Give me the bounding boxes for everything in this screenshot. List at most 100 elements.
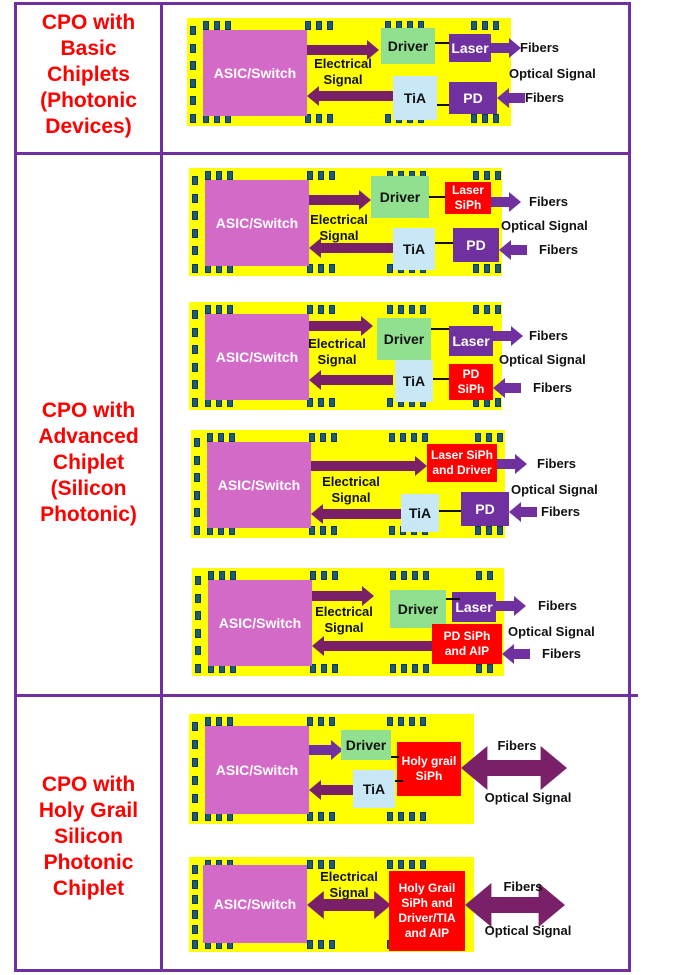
pad	[389, 526, 395, 535]
fibers-label: Fibers	[503, 879, 543, 894]
pad	[329, 940, 335, 949]
electrical-arrow-rx	[309, 780, 357, 800]
electrical-arrow-rx	[311, 504, 403, 524]
pad	[321, 664, 327, 673]
pad	[192, 246, 198, 256]
pad	[385, 114, 391, 123]
pad	[331, 433, 337, 442]
pad	[487, 664, 493, 673]
pad	[194, 490, 200, 500]
pad	[318, 305, 324, 314]
pad	[190, 78, 196, 88]
pad	[318, 171, 324, 180]
siph-pd-block: PD SiPh and AIP	[432, 624, 502, 664]
pad	[329, 717, 335, 726]
electrical-arrow-tx	[309, 190, 371, 210]
pad	[216, 171, 222, 180]
pad	[497, 433, 503, 442]
pad	[307, 305, 313, 314]
pad	[205, 305, 211, 314]
pad	[318, 940, 324, 949]
driver-block: Driver	[381, 28, 435, 64]
pad	[227, 305, 233, 314]
pad	[398, 860, 404, 869]
pad	[420, 860, 426, 869]
pad	[192, 880, 198, 889]
asic-switch-block: ASIC/Switch	[205, 314, 309, 400]
optical-signal-label: Optical Signal	[484, 923, 572, 938]
optical-arrow-bidirectional	[461, 746, 567, 790]
optical-arrow-bidirectional	[465, 883, 565, 927]
pad	[495, 171, 501, 180]
pad	[320, 526, 326, 535]
pad	[192, 264, 198, 273]
pad	[192, 925, 198, 934]
pad	[473, 264, 479, 273]
pad	[190, 43, 196, 53]
frame-column-divider	[160, 2, 163, 972]
pad	[329, 398, 335, 407]
pad	[192, 345, 198, 355]
pad	[192, 362, 198, 372]
pad	[409, 812, 415, 821]
electrical-signal-label: Electrical Signal	[310, 212, 368, 243]
pad	[497, 526, 503, 535]
pad	[305, 114, 311, 123]
pad	[329, 305, 335, 314]
driver-block: Driver	[341, 730, 391, 760]
pad	[493, 21, 499, 30]
optical-arrow-in	[509, 502, 537, 522]
optical-arrow-out	[491, 192, 521, 212]
frame-right-border	[628, 2, 631, 972]
pad	[318, 398, 324, 407]
pad	[307, 398, 313, 407]
pad	[409, 860, 415, 869]
pad	[420, 812, 426, 821]
pad	[493, 114, 499, 123]
pad	[195, 611, 201, 621]
pad	[331, 526, 337, 535]
pad	[216, 305, 222, 314]
pad	[476, 571, 482, 580]
optical-signal-label: Optical Signal	[499, 352, 586, 367]
fibers-in-label: Fibers	[541, 504, 581, 519]
pad	[495, 305, 501, 314]
optical-signal-label: Optical Signal	[509, 66, 596, 81]
pad	[475, 433, 481, 442]
pad	[195, 646, 201, 656]
pad	[486, 526, 492, 535]
pad	[219, 571, 225, 580]
pad	[327, 21, 333, 30]
pd-block: PD	[461, 492, 509, 526]
pad	[320, 433, 326, 442]
siph-laser-block: Laser SiPh	[445, 182, 491, 214]
pad	[194, 455, 200, 465]
pad	[318, 717, 324, 726]
pad	[329, 264, 335, 273]
pad	[401, 571, 407, 580]
row-divider-1	[15, 152, 631, 155]
pad	[307, 264, 313, 273]
pad	[229, 433, 235, 442]
pad	[192, 758, 198, 767]
asic-switch-block: ASIC/Switch	[205, 726, 309, 814]
pad	[412, 664, 418, 673]
pad	[332, 571, 338, 580]
optical-arrow-in	[493, 378, 521, 398]
pad	[482, 114, 488, 123]
tia-block: TiA	[401, 494, 439, 532]
pad	[227, 717, 233, 726]
pad	[192, 910, 198, 919]
pad	[316, 21, 322, 30]
laser-block: Laser	[452, 592, 496, 622]
pad	[495, 264, 501, 273]
fibers-out-label: Fibers	[529, 194, 569, 209]
electrical-arrow-rx	[309, 370, 393, 390]
pad	[398, 812, 404, 821]
optical-arrow-out	[491, 38, 521, 58]
electrical-arrow-rx	[307, 86, 399, 106]
electrical-signal-label: Electrical Signal	[320, 869, 378, 900]
pad	[225, 21, 231, 30]
pad	[409, 717, 415, 726]
connector-line	[435, 42, 449, 44]
